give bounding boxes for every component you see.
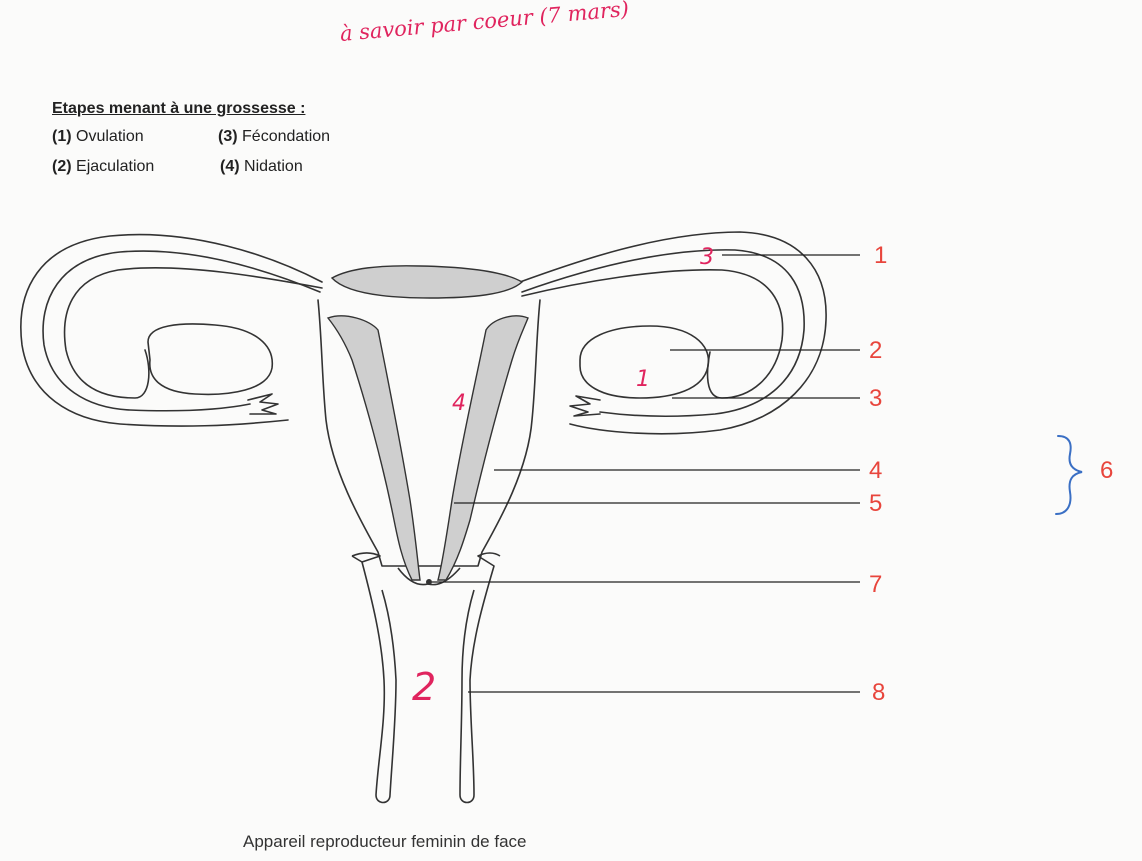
left-fallopian-tube: [20, 233, 323, 427]
step-label: Ovulation: [76, 128, 144, 145]
left-tube-lumen: [63, 267, 323, 399]
label-3: 3: [869, 385, 882, 412]
step-label: Fécondation: [242, 128, 331, 145]
label-5: 5: [869, 490, 882, 517]
right-tube-lumen: [521, 269, 784, 399]
left-fimbriae: [247, 393, 279, 415]
label-4: 4: [869, 457, 882, 484]
vagina-left-wall: [351, 552, 397, 804]
step-number: (3): [218, 128, 238, 145]
steps-heading: Etapes menant à une grossesse :: [52, 100, 306, 117]
label-6: 6: [1100, 457, 1113, 484]
right-fimbriae: [569, 395, 601, 417]
diagram-caption: Appareil reproducteur feminin de face: [243, 832, 527, 851]
step-number: (2): [52, 158, 72, 175]
vagina-top-left: [351, 555, 363, 563]
uterine-fundus-cavity: [330, 265, 524, 299]
handwritten-mark-1: 1: [636, 367, 650, 392]
left-ovary: [147, 323, 274, 396]
leader-lines: [432, 254, 860, 693]
handwritten-mark-3: 3: [700, 245, 714, 270]
uterus-body: [317, 299, 541, 567]
step-ovulation: (1) Ovulation: [52, 128, 144, 146]
step-fecondation: (3) Fécondation: [218, 128, 330, 146]
uterine-cavity-left: [326, 315, 421, 581]
label-1: 1: [874, 242, 887, 269]
right-fallopian-tube-inner: [521, 249, 805, 417]
step-number: (4): [220, 158, 240, 175]
handwritten-mark-2: 2: [412, 665, 436, 709]
step-label: Ejaculation: [76, 158, 155, 175]
step-number: (1): [52, 128, 72, 145]
step-ejaculation: (2) Ejaculation: [52, 158, 154, 176]
vagina-right-wall: [459, 552, 501, 804]
right-fallopian-tube: [519, 231, 827, 435]
label-8: 8: [872, 679, 885, 706]
uterine-cavity-right: [437, 315, 529, 581]
label-7: 7: [869, 571, 882, 598]
cervical-os: [426, 579, 432, 585]
curly-brace: [1055, 435, 1083, 515]
label-2: 2: [869, 337, 882, 364]
left-fallopian-tube-inner: [42, 250, 321, 412]
right-ovary: [579, 325, 710, 399]
handwritten-mark-4: 4: [452, 391, 466, 416]
step-nidation: (4) Nidation: [220, 158, 303, 176]
step-label: Nidation: [244, 158, 303, 175]
